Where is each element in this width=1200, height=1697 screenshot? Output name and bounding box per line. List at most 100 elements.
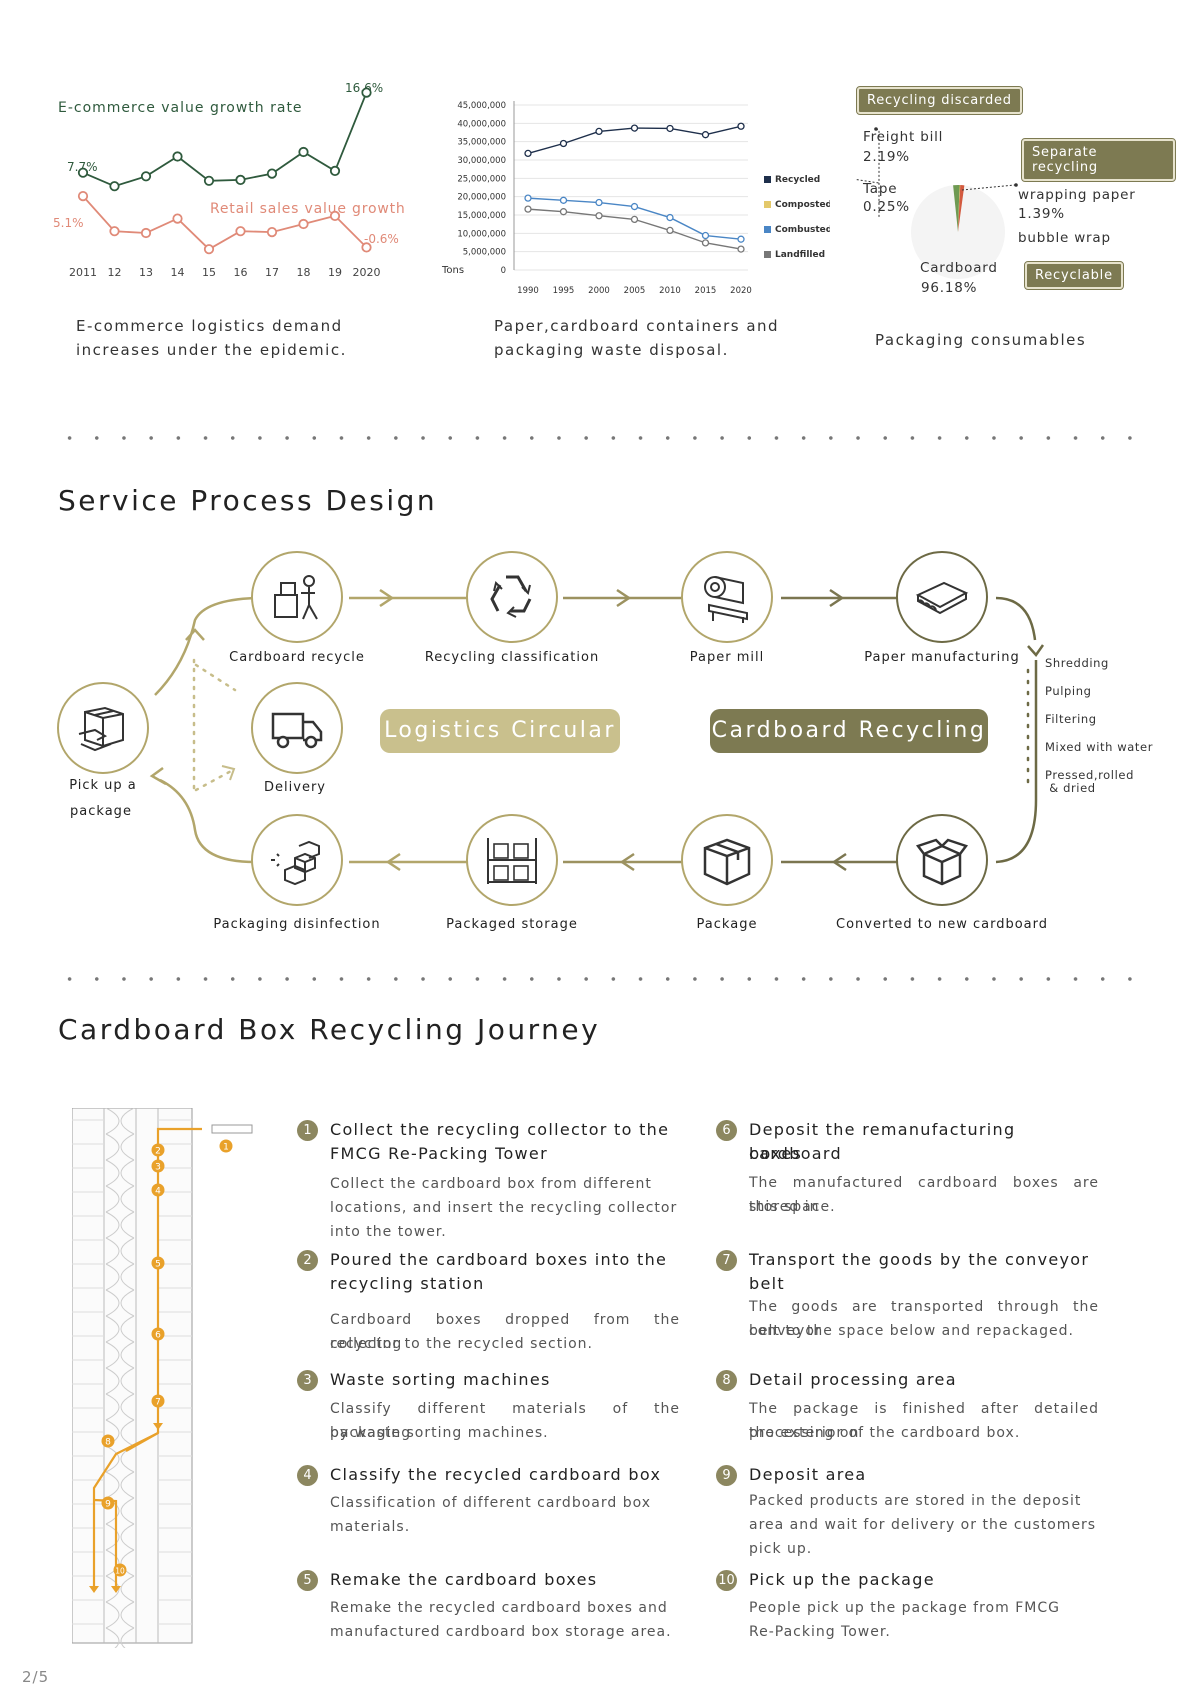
- recycle-icon: [490, 575, 532, 618]
- step-title: Deposit area: [749, 1465, 867, 1484]
- series-point: [109, 181, 120, 192]
- series-point: [737, 235, 745, 243]
- process-pressed-rolled: Pressed,rolled: [1045, 768, 1134, 782]
- legend-swatch: [764, 251, 771, 258]
- leader-wrapping: [961, 184, 1016, 191]
- year-tick-label: 17: [265, 266, 279, 279]
- y-tick-label: 10,000,000: [457, 229, 506, 239]
- step-number: 1: [297, 1120, 318, 1141]
- series-point: [559, 196, 568, 204]
- tower-marker-number: 4: [155, 1187, 161, 1197]
- label-packaged-storage: Packaged storage: [446, 917, 578, 932]
- packaging-consumables-chart: Recycling discarded Separate recycling R…: [855, 84, 1176, 314]
- step-title: recycling station: [330, 1274, 485, 1293]
- tape-label: Tape: [863, 181, 898, 197]
- x-tick-label: 2015: [695, 286, 717, 296]
- series-point: [737, 245, 745, 253]
- series-point: [77, 167, 89, 178]
- year-tick-label: 14: [170, 266, 185, 279]
- y-tick-label: 30,000,000: [457, 156, 506, 166]
- tower-spiral: [105, 1211, 135, 1239]
- legend-swatch: [764, 226, 771, 233]
- series-line: [82, 195, 368, 251]
- pie-slice: [953, 185, 960, 232]
- y-axis-label: Tons: [441, 265, 464, 276]
- pie-slice: [958, 185, 965, 232]
- step-description: Re-Packing Tower.: [749, 1624, 891, 1640]
- x-tick-label: 2010: [659, 286, 681, 296]
- step-description: collector to the recycled section.: [330, 1336, 593, 1352]
- tower-spiral: [105, 1367, 135, 1395]
- retail-series-label: Retail sales value growth: [210, 201, 406, 217]
- series-point: [266, 168, 278, 179]
- series-point: [666, 226, 674, 235]
- label-cardboard-recycle: Cardboard recycle: [229, 650, 365, 665]
- tag-separate-recycling: Separate recycling: [1021, 138, 1176, 182]
- step-title: boxes: [749, 1144, 803, 1163]
- tower-marker: [219, 1139, 233, 1153]
- tower-spiral: [105, 1393, 135, 1421]
- step-description: pick up.: [749, 1541, 813, 1557]
- series-point: [361, 242, 372, 253]
- label-converted-new-cardboard: Converted to new cardboard: [836, 917, 1048, 932]
- truck-icon: [271, 712, 323, 749]
- waste-caption: Paper,cardboard containers and packaging…: [494, 314, 779, 362]
- ecommerce-growth-chart: E-commerce value growth rate 16.6% 7.7% …: [50, 80, 410, 310]
- step-title: Pick up the package: [749, 1570, 935, 1589]
- series-point: [109, 226, 120, 237]
- tower-marker: [101, 1496, 115, 1510]
- step-title: Classify the recycled cardboard box: [330, 1465, 662, 1484]
- step-description: The package is finished after detailed p…: [749, 1401, 1099, 1441]
- collector-box: [211, 1124, 253, 1134]
- process-filtering: Filtering: [1045, 712, 1097, 726]
- series-point: [329, 165, 341, 177]
- label-packaging-disinfection: Packaging disinfection: [213, 917, 381, 932]
- step-description: area and wait for delivery or the custom…: [749, 1517, 1097, 1533]
- caption-line: increases under the epidemic.: [76, 341, 347, 359]
- step-title: FMCG Re-Packing Tower: [330, 1144, 548, 1163]
- series-point: [361, 87, 372, 98]
- series-point: [235, 174, 246, 186]
- node-packaged-storage: [466, 814, 558, 906]
- journey-path: [93, 1498, 118, 1591]
- path-arrow: [111, 1586, 121, 1593]
- path-arrow: [89, 1586, 99, 1593]
- tower-marker-number: 5: [155, 1260, 161, 1270]
- step-number: 2: [297, 1250, 318, 1271]
- service-title: Service Process Design: [58, 484, 438, 517]
- y-tick-label: 20,000,000: [457, 193, 506, 203]
- tower-spiral: [105, 1237, 135, 1265]
- wrapping-value: 1.39%: [1018, 206, 1065, 222]
- step-number: 8: [716, 1370, 737, 1391]
- series-point: [298, 218, 309, 230]
- x-tick-label: 1990: [517, 286, 539, 296]
- shelf-icon: [487, 838, 537, 884]
- step-number: 9: [716, 1465, 737, 1486]
- wrapping-label: wrapping paper: [1018, 187, 1136, 203]
- tower-marker: [151, 1183, 165, 1197]
- label-16-6: 16.6%: [345, 81, 384, 95]
- step-description: by waste sorting machines.: [330, 1425, 549, 1441]
- x-tick-label: 2005: [624, 286, 646, 296]
- label-paper-mill: Paper mill: [689, 650, 765, 665]
- pie-slice: [958, 185, 961, 232]
- year-tick-label: 18: [296, 266, 311, 279]
- tower-marker: [101, 1434, 115, 1448]
- year-tick-label: 13: [139, 266, 153, 279]
- series-point: [701, 231, 710, 240]
- y-tick-label: 35,000,000: [457, 138, 506, 148]
- year-tick-label: 12: [107, 266, 122, 279]
- label-7-7: 7.7%: [67, 160, 98, 174]
- legend-label: Landfilled: [775, 250, 825, 260]
- series-point: [737, 122, 745, 130]
- open-box-icon: [915, 838, 969, 886]
- tower-marker-number: 7: [155, 1398, 161, 1408]
- x-tick-label: 2020: [730, 286, 752, 296]
- node-packaging-disinfection: [251, 814, 343, 906]
- series-point: [559, 208, 568, 216]
- series-point: [630, 202, 639, 211]
- tower-marker: [151, 1143, 165, 1157]
- step-title: Detail processing area: [749, 1370, 957, 1389]
